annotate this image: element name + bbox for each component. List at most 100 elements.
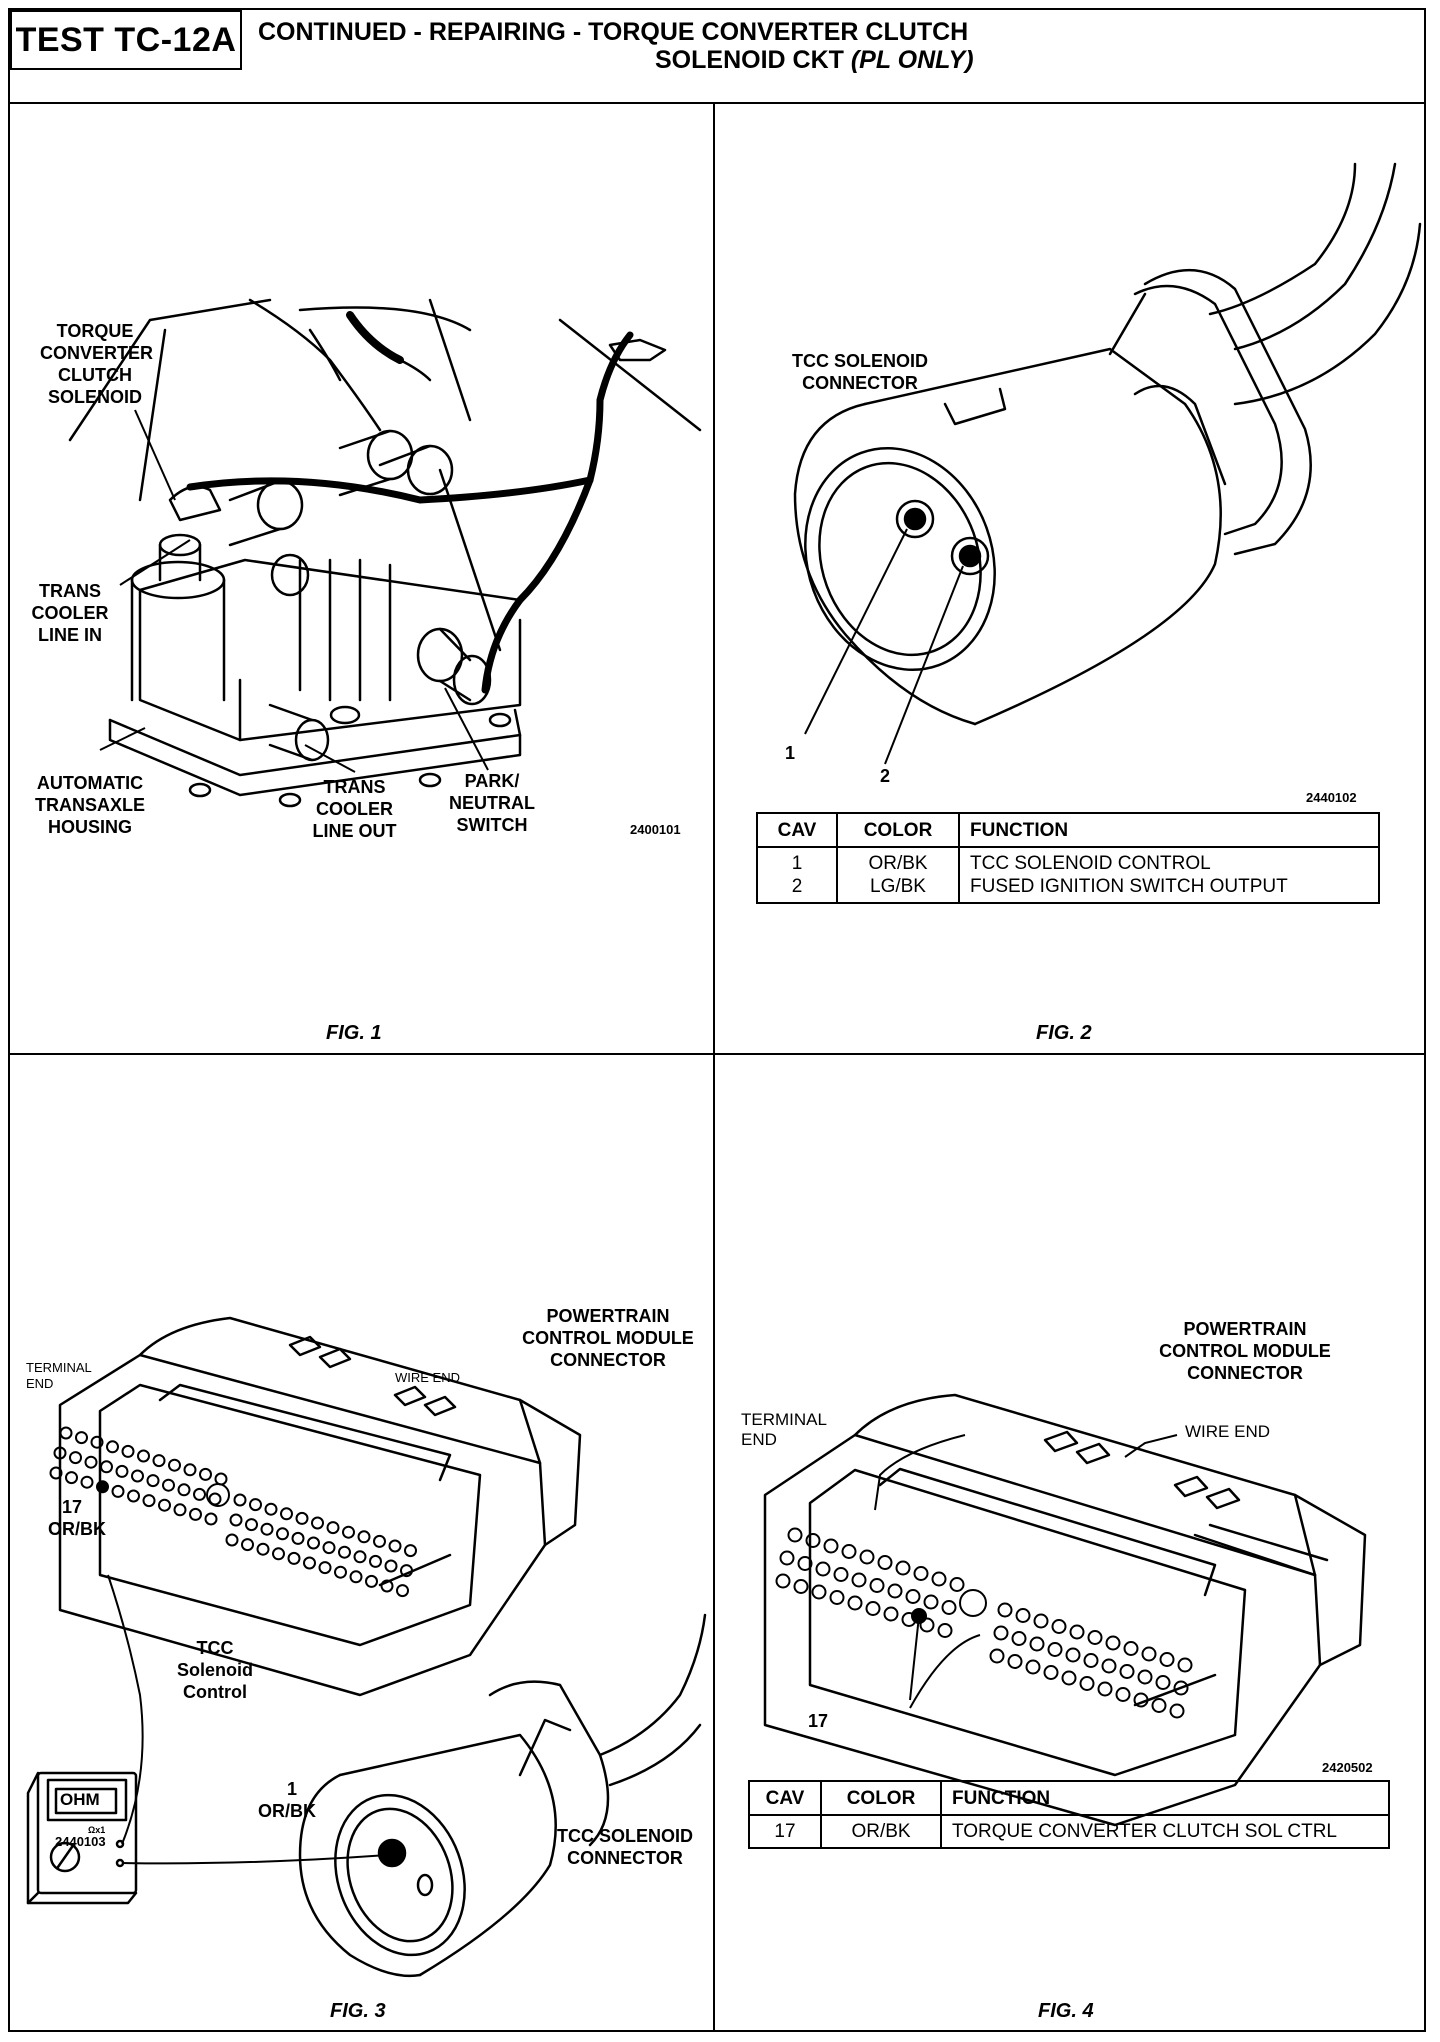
pin-hole (260, 1522, 274, 1536)
fig4-wire-end: WIRE END (1185, 1422, 1270, 1441)
page-frame (8, 8, 1426, 2032)
pin-hole (146, 1474, 160, 1488)
pin-hole (241, 1538, 254, 1552)
pin-hole (307, 1536, 320, 1550)
fig2-caption: FIG. 2 (1036, 1022, 1092, 1044)
multimeter-range: Ωx1 (88, 1825, 106, 1835)
pin-hole (334, 1565, 347, 1579)
pin-hole (1065, 1647, 1081, 1663)
pin-hole (1151, 1698, 1167, 1713)
fig3-pin17-color: OR/BK (48, 1519, 106, 1539)
pin-hole (59, 1426, 73, 1440)
pin-hole (318, 1561, 332, 1575)
cell-color: OR/BK (820, 1815, 942, 1849)
cell-function: TORQUE CONVERTER CLUTCH SOL CTRL (940, 1815, 1390, 1849)
pin-hole (183, 1463, 197, 1477)
fig4-pcm-label: POWERTRAIN CONTROL MODULE CONNECTOR (1159, 1319, 1331, 1383)
fig2-ref-number: 2440102 (1306, 790, 1357, 805)
fig3-pin1-color: OR/BK (258, 1801, 316, 1821)
pin-hole (233, 1493, 247, 1507)
pin-hole (779, 1550, 795, 1566)
pin-hole (295, 1511, 309, 1525)
col-color: COLOR (820, 1780, 942, 1816)
pin-hole (276, 1527, 289, 1541)
pin-hole (342, 1525, 355, 1539)
table-row: 17 OR/BK TORQUE CONVERTER CLUTCH SOL CTR… (748, 1815, 1390, 1849)
pin-hole (937, 1623, 953, 1638)
pin-hole (1141, 1646, 1157, 1662)
pin-hole (877, 1555, 893, 1570)
pin-hole (249, 1498, 262, 1512)
fig3-tcc-control-label: TCC Solenoid Control (177, 1638, 253, 1702)
pin-hole (214, 1472, 228, 1486)
pin-hole (96, 1480, 109, 1494)
pin-hole (869, 1578, 885, 1593)
fig3-pcm-test-drawing (26, 1316, 707, 1977)
pin-hole (1119, 1664, 1135, 1679)
vertical-divider (713, 104, 715, 2032)
pin-hole (1033, 1613, 1049, 1629)
table-row: 2 LG/BK FUSED IGNITION SWITCH OUTPUT (756, 875, 1380, 904)
pin-hole (1177, 1657, 1193, 1673)
label-park-neutral-switch: PARK/ NEUTRAL SWITCH (449, 771, 535, 835)
fig3-pcm-label: POWERTRAIN CONTROL MODULE CONNECTOR (522, 1306, 694, 1370)
pin-hole (322, 1541, 336, 1555)
pin-hole (815, 1561, 831, 1577)
pin-hole (931, 1571, 947, 1587)
pcm-pin-array (49, 1426, 417, 1598)
pin-hole (152, 1454, 166, 1468)
pin-hole (989, 1648, 1005, 1664)
pin-hole (1079, 1676, 1095, 1691)
pin-hole (913, 1566, 929, 1581)
label-transaxle-housing: AUTOMATIC TRANSAXLE HOUSING (34, 773, 145, 837)
pin-hole (1043, 1665, 1059, 1680)
pin-hole (923, 1594, 939, 1610)
pin-hole (993, 1625, 1009, 1641)
connector-center-post (206, 1483, 230, 1507)
pin-hole (168, 1458, 181, 1472)
pin-hole (787, 1527, 803, 1543)
pin-hole (1015, 1608, 1031, 1623)
fig2-pin2-label: 2 (880, 766, 891, 786)
pin-hole (833, 1567, 849, 1582)
pin-hole (353, 1550, 367, 1564)
fig2-connector-label: TCC SOLENOID CONNECTOR (791, 351, 928, 393)
pin-hole (949, 1577, 965, 1592)
fig4-caption: FIG. 4 (1038, 2000, 1094, 2022)
pin-hole (189, 1507, 202, 1521)
pin-hole (208, 1492, 222, 1506)
test-id-box: TEST TC-12A (10, 10, 242, 70)
pin-hole (204, 1512, 218, 1526)
label-cooler-line-out: TRANS COOLER LINE OUT (312, 777, 397, 841)
pin-hole (280, 1507, 293, 1521)
pin-hole (229, 1513, 243, 1527)
pin-hole (111, 1484, 125, 1498)
pin-hole (53, 1446, 67, 1460)
pin-hole (162, 1478, 175, 1492)
col-function: FUNCTION (958, 812, 1380, 848)
pin-hole (1133, 1692, 1149, 1708)
pin-hole (291, 1531, 305, 1545)
pin-hole (847, 1595, 863, 1611)
pin-hole (173, 1503, 187, 1517)
pin-hole (1115, 1687, 1131, 1702)
pin-hole (1101, 1658, 1117, 1674)
pin-hole (865, 1601, 881, 1616)
pin-hole (793, 1579, 809, 1594)
fig1-ref-number: 2400101 (630, 822, 681, 837)
pin-hole (137, 1449, 150, 1463)
pin-hole (127, 1489, 140, 1503)
fig4-ref-number: 2420502 (1322, 1760, 1373, 1775)
pin-hole (131, 1469, 144, 1483)
fig3-pin17-label: 17 (62, 1497, 83, 1517)
pin-hole (357, 1530, 371, 1544)
pin-hole (895, 1560, 911, 1576)
col-cav: CAV (748, 1780, 822, 1816)
pin-hole (84, 1455, 98, 1469)
pin-hole (272, 1547, 285, 1561)
pin-hole (851, 1572, 867, 1588)
multimeter-display: OHM (60, 1790, 100, 1809)
cell-cav: 17 (748, 1815, 822, 1849)
pin-hole (1051, 1619, 1067, 1634)
fig3-pin1-label: 1 (287, 1779, 298, 1799)
